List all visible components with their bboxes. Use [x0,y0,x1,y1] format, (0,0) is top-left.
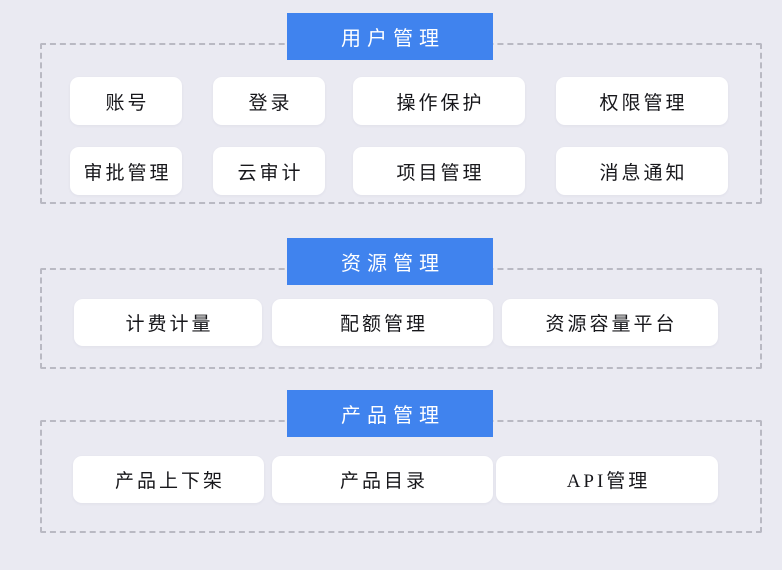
item-approval-management: 审批管理 [70,147,182,195]
item-operation-protection: 操作保护 [353,77,525,125]
item-permission-management: 权限管理 [556,77,728,125]
item-login: 登录 [213,77,325,125]
item-product-listing: 产品上下架 [73,456,264,503]
item-quota-management: 配额管理 [272,299,493,346]
item-message-notification: 消息通知 [556,147,728,195]
item-resource-capacity-platform: 资源容量平台 [502,299,718,346]
header-resource-management: 资源管理 [287,238,493,285]
item-product-catalog: 产品目录 [272,456,493,503]
header-user-management: 用户管理 [287,13,493,60]
item-account: 账号 [70,77,182,125]
item-cloud-audit: 云审计 [213,147,325,195]
item-api-management: API管理 [496,456,718,503]
header-product-management: 产品管理 [287,390,493,437]
item-billing-metering: 计费计量 [74,299,262,346]
item-project-management: 项目管理 [353,147,525,195]
